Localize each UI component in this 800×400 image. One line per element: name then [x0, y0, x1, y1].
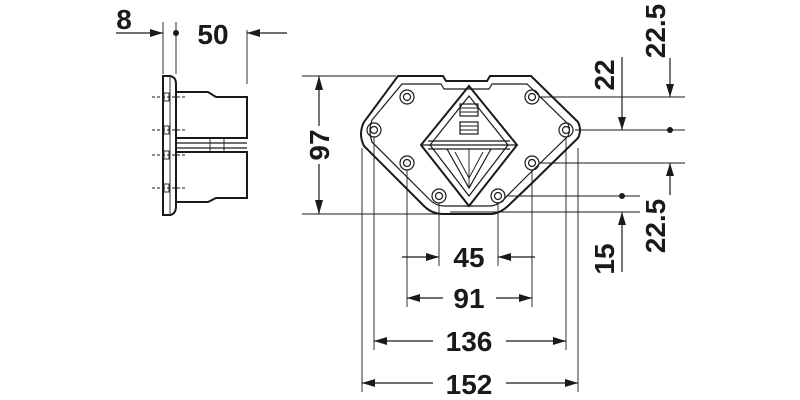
dim-15: 15	[589, 193, 626, 275]
dim-label-15: 15	[589, 243, 620, 274]
extension-lines	[302, 75, 685, 392]
side-screw-markers	[152, 92, 186, 193]
dim-label-97: 97	[304, 129, 335, 160]
dim-depth: 50	[197, 19, 287, 50]
dim-height: 97	[303, 76, 335, 214]
dim-label-91: 91	[453, 283, 484, 314]
screw-holes	[366, 89, 574, 204]
dim-152: 152	[362, 369, 578, 400]
diamond-mechanism	[419, 84, 519, 208]
dim-22-5-bottom: 22.5	[640, 163, 674, 253]
dim-22: 22	[589, 57, 626, 130]
dim-136: 136	[374, 326, 566, 357]
dim-label-45: 45	[453, 242, 484, 273]
dim-22-5-top: 22.5	[640, 4, 674, 133]
dim-label-22: 22	[589, 59, 620, 90]
dim-45: 45	[402, 242, 535, 273]
front-view	[360, 75, 581, 215]
dim-label-22-5-top: 22.5	[640, 4, 671, 59]
side-view	[152, 22, 248, 216]
dim-91: 91	[407, 283, 532, 314]
dim-label-136: 136	[446, 326, 493, 357]
dim-label-50: 50	[197, 19, 228, 50]
dim-thickness: 8	[116, 4, 179, 37]
dim-label-8: 8	[116, 4, 132, 35]
dim-label-152: 152	[446, 369, 493, 400]
dim-label-22-5-bottom: 22.5	[640, 199, 671, 254]
